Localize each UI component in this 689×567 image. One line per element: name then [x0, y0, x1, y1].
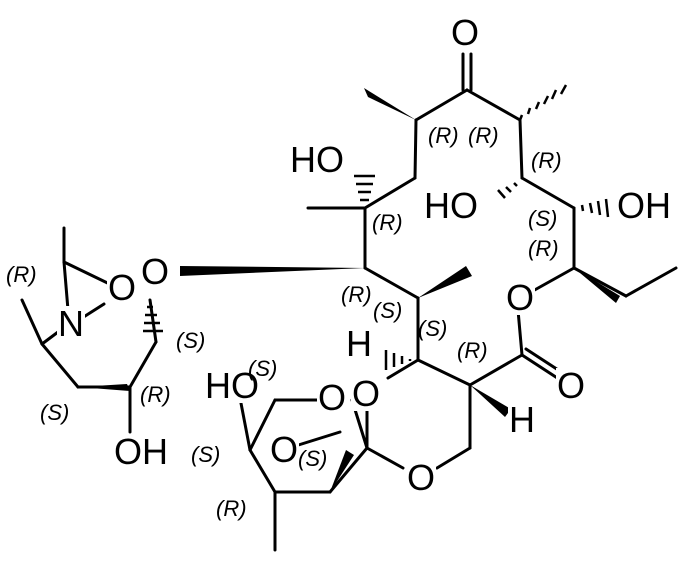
stereo-label: (S)	[191, 442, 220, 467]
stereo-label: (R)	[428, 123, 459, 148]
stereo-label: (R)	[216, 496, 247, 521]
atom-label-background	[556, 368, 587, 403]
atom-ho-sugar2: HO	[205, 365, 259, 406]
atom-oh-right: OH	[617, 185, 671, 226]
stereo-label: (S)	[528, 206, 557, 231]
bond	[435, 446, 472, 470]
atom-label-background	[107, 270, 138, 305]
wedge-bond	[330, 450, 354, 492]
atom-label-background	[204, 368, 260, 403]
stereo-label: (R)	[528, 236, 559, 261]
atom-o-ketone: O	[451, 12, 479, 53]
wedge-bond	[470, 385, 511, 417]
bond	[248, 448, 277, 494]
atom-h-left: H	[346, 323, 372, 364]
atom-h-right: H	[509, 399, 535, 440]
wedge-bond	[574, 268, 620, 303]
atom-o-anhydro: O	[270, 429, 298, 470]
atom-labels: O O O O O O O O O N HO HO OH OH HO H H	[57, 12, 672, 498]
bond	[363, 176, 417, 210]
atom-label-background	[351, 376, 382, 411]
atom-ho-upper: HO	[290, 139, 344, 180]
bond	[465, 88, 522, 122]
atom-label-background	[140, 254, 171, 289]
wedge-bond	[418, 266, 472, 298]
stereo-label: (R)	[457, 338, 488, 363]
atom-oh-sugar: OH	[114, 431, 168, 472]
hash-bond	[143, 305, 163, 333]
atom-label-background	[57, 306, 85, 341]
hash-bond	[580, 198, 610, 218]
hash-bond	[354, 174, 375, 202]
stereo-label: (R)	[468, 123, 499, 148]
wedge-layer	[78, 88, 620, 492]
hash-bond	[384, 350, 412, 370]
bond	[516, 308, 524, 357]
bond	[414, 88, 469, 122]
atom-label-background	[317, 380, 348, 415]
bond	[40, 330, 60, 346]
bond	[520, 176, 576, 210]
atom-label-background	[113, 434, 169, 469]
stereo-label: (R)	[531, 148, 562, 173]
stereo-label: (S)	[40, 400, 69, 425]
atom-label-background	[345, 326, 373, 361]
stereo-label: (S)	[248, 356, 277, 381]
bond	[20, 298, 44, 346]
bond	[386, 358, 420, 380]
stereo-label: (R)	[140, 382, 171, 407]
stereo-label: (S)	[176, 328, 205, 353]
atom-ho-mid: HO	[424, 185, 478, 226]
stereo-label: (R)	[6, 262, 37, 287]
hash-bond	[497, 182, 518, 199]
stereo-label: (S)	[298, 446, 327, 471]
atom-n-amine: N	[58, 303, 84, 344]
bond	[328, 446, 369, 494]
atom-label-background	[505, 280, 536, 315]
stereo-label: (S)	[418, 316, 447, 341]
bond	[40, 342, 80, 389]
atom-o-glyc-link: O	[141, 251, 169, 292]
stereo-label: (S)	[373, 298, 402, 323]
bond	[518, 118, 524, 180]
atom-o-spiro-b: O	[318, 377, 346, 418]
hash-bond	[518, 84, 568, 121]
bond	[413, 118, 418, 180]
stereo-label: (R)	[372, 210, 403, 235]
stereo-labels: (R) (R) (R) (S) (R) (R) (R) (S) (S) (R) …	[6, 123, 562, 521]
atom-label-background	[269, 432, 300, 467]
bond	[624, 266, 678, 298]
atom-label-background	[450, 15, 481, 50]
bond	[416, 358, 472, 387]
bond	[248, 398, 277, 452]
bond	[290, 430, 342, 449]
bond	[62, 260, 70, 312]
bond	[529, 266, 576, 294]
bond	[80, 302, 106, 320]
bond	[365, 446, 405, 470]
atom-o-carbonyl: O	[557, 365, 585, 406]
wedge-bond	[78, 384, 130, 391]
atom-o-spiro-a: O	[352, 373, 380, 414]
hash-layer	[143, 84, 610, 370]
atom-label-background	[508, 402, 536, 437]
atom-o-lactone: O	[506, 277, 534, 318]
wedge-bond	[364, 88, 416, 120]
atom-label-background	[423, 188, 479, 223]
atom-label-background	[289, 142, 345, 177]
atom-o-ring-low: O	[407, 457, 435, 498]
bond	[363, 266, 420, 300]
bond	[238, 396, 252, 452]
atom-label-background	[406, 460, 437, 495]
bond	[128, 340, 158, 389]
stereo-label: (R)	[341, 282, 372, 307]
bond	[468, 353, 524, 387]
wedge-bond	[180, 266, 365, 276]
atom-o-ring-pyr: O	[108, 267, 136, 308]
bond	[572, 266, 628, 298]
atom-label-background	[616, 188, 672, 223]
